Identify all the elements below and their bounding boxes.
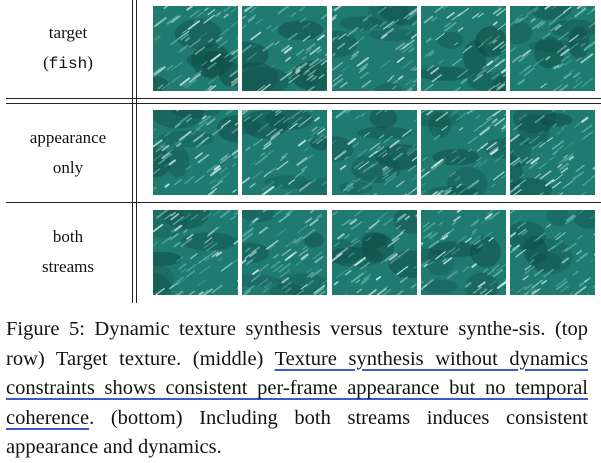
texture-frame-image — [242, 210, 327, 295]
texture-frame-image — [332, 110, 417, 195]
texture-frame-image — [153, 210, 238, 295]
figure-5: target (fish) appearance only both strea… — [6, 0, 601, 303]
row-label-both-streams: both streams — [6, 222, 130, 282]
caption-text: . (bottom) Including both streams induce… — [6, 406, 588, 459]
texture-frame-image — [332, 210, 417, 295]
texture-frame-image — [421, 110, 506, 195]
row-label-line: streams — [42, 257, 94, 276]
texture-frame-image — [153, 110, 238, 195]
texture-frame-image — [242, 110, 327, 195]
row-label-line: (fish) — [43, 53, 93, 73]
row-label-line: only — [52, 158, 84, 177]
row-label-line: both — [52, 227, 84, 246]
texture-frame-image — [510, 6, 595, 91]
horizontal-rule — [6, 103, 601, 104]
row-label-line: appearance — [29, 128, 107, 147]
row-label-appearance-only: appearance only — [6, 123, 130, 183]
row-label-line: target — [48, 23, 88, 42]
caption-highlighted-text: Texture synthesis without dynamics const… — [6, 347, 588, 429]
row-label-target: target (fish) — [6, 18, 130, 79]
texture-frame-image — [510, 210, 595, 295]
figure-caption: Figure 5: Dynamic texture synthesis vers… — [6, 315, 588, 463]
horizontal-rule — [6, 202, 601, 203]
texture-frame-image — [510, 110, 595, 195]
vertical-rule — [136, 0, 137, 303]
texture-frame-image — [153, 6, 238, 91]
texture-frame-image — [421, 6, 506, 91]
caption-text: Figure 5: Dynamic texture synthesis vers… — [6, 318, 588, 370]
texture-frame-image — [242, 6, 327, 91]
texture-frame-image — [421, 210, 506, 295]
vertical-rule — [132, 0, 133, 303]
horizontal-rule — [6, 98, 601, 99]
texture-frame-image — [332, 6, 417, 91]
